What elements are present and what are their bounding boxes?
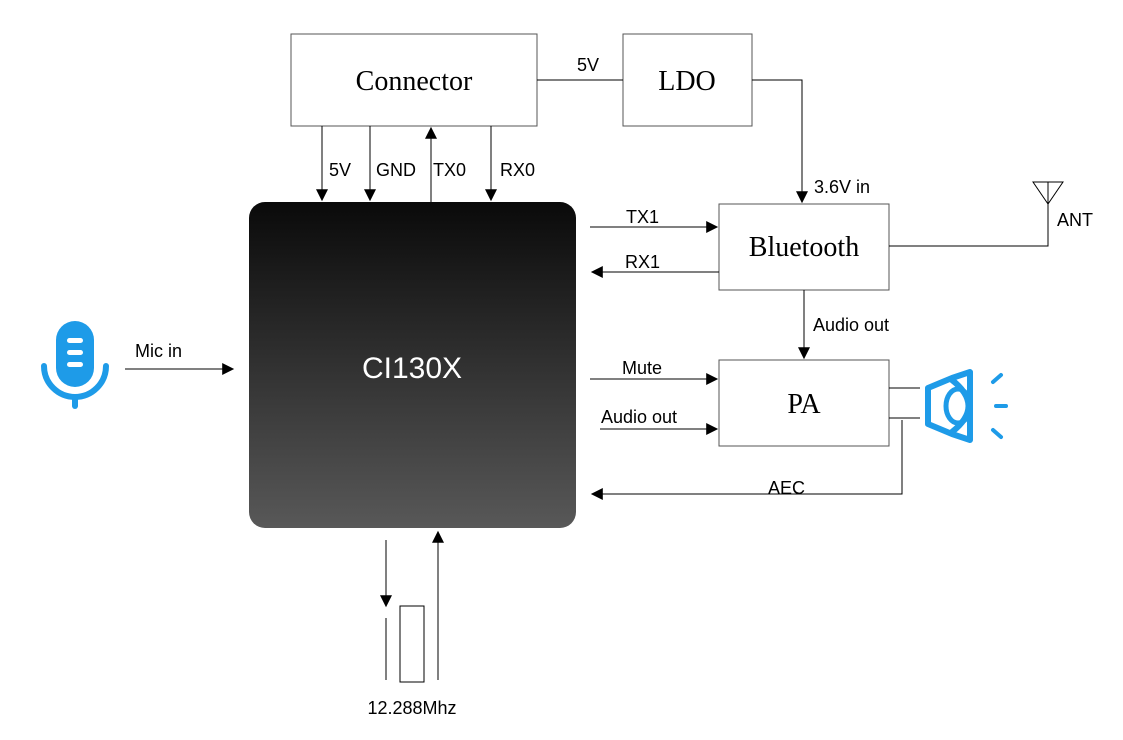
rx1-label: RX1 xyxy=(625,252,660,272)
conn-rx0-link: RX0 xyxy=(485,126,535,202)
mic-in-label: Mic in xyxy=(135,341,182,361)
connector-ldo-label: 5V xyxy=(577,55,599,75)
chip-audio-out-label: Audio out xyxy=(601,407,677,427)
crystal-oscillator-icon: 12.288Mhz xyxy=(367,605,457,718)
bt-audio-out-label: Audio out xyxy=(813,315,889,335)
pa-label: PA xyxy=(787,389,821,420)
ldo-bluetooth-link: 3.6V in xyxy=(752,79,870,204)
bt-pa-link: Audio out xyxy=(798,290,889,360)
mic-in-link: Mic in xyxy=(125,341,235,375)
ldo-block: LDO xyxy=(622,33,753,127)
microphone-icon xyxy=(41,321,109,409)
mute-link: Mute xyxy=(590,358,719,385)
tx1-label: TX1 xyxy=(626,207,659,227)
crystal-label: 12.288Mhz xyxy=(367,698,456,718)
tx1-link: TX1 xyxy=(590,207,719,233)
conn-gnd-label: GND xyxy=(376,160,416,180)
connector-ldo-link: 5V xyxy=(537,55,623,81)
aec-label: AEC xyxy=(768,478,805,498)
chip-label: CI130X xyxy=(362,352,462,385)
aec-link: AEC xyxy=(590,420,903,500)
antenna-label: ANT xyxy=(1057,210,1093,230)
conn-gnd-link: GND xyxy=(364,126,416,202)
bluetooth-block: Bluetooth xyxy=(718,203,890,291)
conn-tx0-link: TX0 xyxy=(425,126,466,202)
antenna-link xyxy=(889,190,1049,247)
pa-block: PA xyxy=(718,359,890,447)
conn-5v-label: 5V xyxy=(329,160,351,180)
pa-speaker-link xyxy=(889,387,920,419)
chip-block: CI130X xyxy=(249,202,576,528)
conn-tx0-label: TX0 xyxy=(433,160,466,180)
speaker-icon xyxy=(925,369,1008,443)
antenna-icon: ANT xyxy=(1032,181,1093,230)
rx1-link: RX1 xyxy=(590,252,719,278)
conn-rx0-label: RX0 xyxy=(500,160,535,180)
mute-label: Mute xyxy=(622,358,662,378)
chip-audio-out-link: Audio out xyxy=(600,407,719,435)
connector-block: Connector xyxy=(290,33,538,127)
ldo-label: LDO xyxy=(658,66,716,97)
connector-label: Connector xyxy=(356,66,473,97)
bluetooth-label: Bluetooth xyxy=(749,232,859,263)
conn-5v-link: 5V xyxy=(316,126,351,202)
ldo-bluetooth-label: 3.6V in xyxy=(814,177,870,197)
